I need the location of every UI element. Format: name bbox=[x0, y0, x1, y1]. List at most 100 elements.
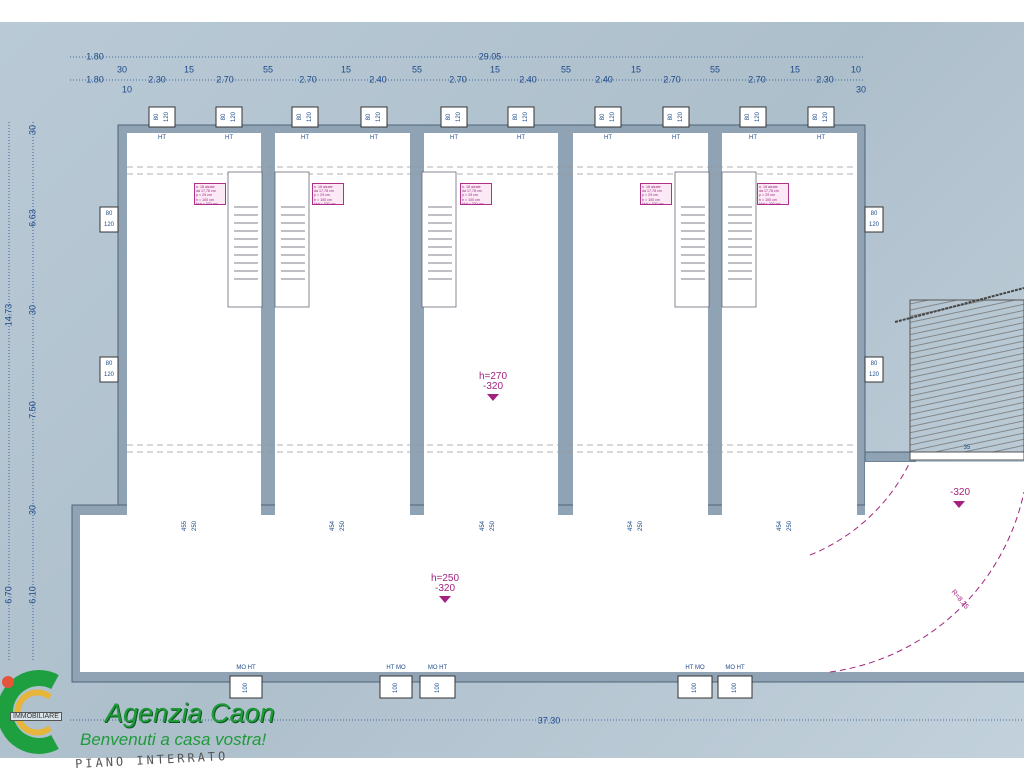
window-label: 120 bbox=[231, 111, 237, 123]
stair-spec-line: Hut = 320 cm bbox=[314, 201, 336, 206]
window-label: HT MO bbox=[685, 665, 705, 671]
stair-spec-line: b = 100 cm bbox=[642, 197, 660, 202]
corridor-level-label: h=250-320 bbox=[431, 574, 459, 594]
window bbox=[229, 675, 263, 699]
dimension-label: 2.70 bbox=[299, 74, 317, 85]
dimension-label: 10 bbox=[850, 64, 862, 75]
dimension-label: 15 bbox=[489, 64, 501, 75]
stair-spec-line: da 17,78 cm bbox=[196, 189, 216, 194]
window-label: HT bbox=[301, 135, 309, 141]
window-label: MO HT bbox=[725, 665, 745, 671]
dimension-label: 55 bbox=[560, 64, 572, 75]
window bbox=[739, 106, 767, 128]
unit-height: h=270 bbox=[478, 371, 508, 382]
window-label: HT bbox=[370, 135, 378, 141]
window bbox=[864, 206, 884, 233]
window bbox=[507, 106, 535, 128]
window-label: 100 bbox=[434, 682, 441, 694]
door-width-label: 454 bbox=[628, 520, 634, 532]
stair-spec-line: b = 100 cm bbox=[462, 197, 480, 202]
unit-level-label: h=270-320 bbox=[479, 372, 507, 392]
window-label: 100 bbox=[692, 682, 698, 694]
dimension-total: 29.05 bbox=[478, 51, 502, 62]
dimension-label: 15 bbox=[340, 64, 352, 75]
corridor bbox=[80, 515, 1024, 672]
dimension-label: 15 bbox=[789, 64, 801, 75]
corridor-height: h=250 bbox=[430, 573, 460, 584]
door-width-label: 454 bbox=[777, 520, 783, 532]
window-label: 120 bbox=[610, 111, 616, 123]
staircase bbox=[674, 171, 710, 308]
staircase bbox=[421, 171, 457, 308]
window-label: 80 bbox=[870, 361, 878, 367]
stair-spec-line: Hut = 320 cm bbox=[642, 201, 664, 206]
window-label: 120 bbox=[823, 111, 829, 123]
window bbox=[360, 106, 388, 128]
dimension-label: 6.10 bbox=[27, 586, 38, 604]
stair-spec-line: da 17,78 cm bbox=[462, 189, 482, 194]
dimension-label: 6.63 bbox=[27, 209, 38, 227]
dimension-label: 1.80 bbox=[86, 51, 104, 62]
window-label: 80 bbox=[668, 113, 674, 121]
window-label: 80 bbox=[446, 113, 452, 121]
dimension-label: 1.80 bbox=[86, 74, 104, 85]
window-label: HT bbox=[225, 135, 233, 141]
window bbox=[807, 106, 835, 128]
window-label: 120 bbox=[307, 111, 313, 123]
window-label: 120 bbox=[456, 111, 462, 123]
dimension-label: 7.50 bbox=[27, 401, 38, 419]
window-label: MO HT bbox=[236, 665, 256, 671]
dimension-label: 30 bbox=[27, 304, 38, 316]
stair-spec-line: b = 100 cm bbox=[196, 197, 214, 202]
brand-tagline: Benvenuti a casa vostra! bbox=[80, 730, 267, 749]
stair-spec-line: n. 18 alzate bbox=[759, 185, 778, 189]
door-width-label: 454 bbox=[480, 520, 486, 532]
stair-spec-line: p = 29 cm bbox=[759, 193, 775, 198]
door-height-label: 250 bbox=[787, 520, 793, 532]
dimension-label: 55 bbox=[709, 64, 721, 75]
floor-plan-drawing bbox=[0, 56, 1024, 754]
stair-spec-line: p = 29 cm bbox=[314, 193, 330, 198]
stair-spec-line: Hut = 320 cm bbox=[759, 201, 781, 206]
dimension-label: 2.40 bbox=[369, 74, 387, 85]
stair-spec-line: Hut = 320 cm bbox=[462, 201, 484, 206]
staircase bbox=[227, 171, 263, 308]
stair-spec-line: da 17,78 cm bbox=[314, 189, 334, 194]
staircase bbox=[721, 171, 757, 308]
window bbox=[291, 106, 319, 128]
window-label: 120 bbox=[755, 111, 761, 123]
stair-spec-line: p = 29 cm bbox=[196, 193, 212, 198]
window-label: 120 bbox=[678, 111, 684, 123]
dimension-label: 2.40 bbox=[519, 74, 537, 85]
window-label: 80 bbox=[600, 113, 606, 121]
window-label: 80 bbox=[813, 113, 819, 121]
stair-spec-line: b = 100 cm bbox=[314, 197, 332, 202]
stair-spec-line: p = 29 cm bbox=[462, 193, 478, 198]
window-label: HT bbox=[158, 135, 166, 141]
window-label: HT bbox=[672, 135, 680, 141]
door-width-label: 454 bbox=[330, 520, 336, 532]
unit-elevation: -320 bbox=[482, 381, 503, 392]
window bbox=[662, 106, 690, 128]
dimension-label: 15 bbox=[183, 64, 195, 75]
dimension-label: 14.73 bbox=[3, 303, 14, 327]
ramp-level-label: -320 bbox=[949, 487, 971, 498]
door-height-label: 250 bbox=[638, 520, 644, 532]
brand-name: Agenzia Caon bbox=[105, 698, 275, 728]
window-label: 120 bbox=[103, 372, 115, 378]
window-label: HT bbox=[817, 135, 825, 141]
window bbox=[677, 675, 713, 699]
stair-spec-line: da 17,78 cm bbox=[642, 189, 662, 194]
window-label: 80 bbox=[745, 113, 751, 121]
dimension-label: 6.70 bbox=[3, 586, 14, 604]
logo-mark bbox=[0, 670, 59, 754]
dimension-label: 55 bbox=[411, 64, 423, 75]
stair-spec-line: b = 100 cm bbox=[759, 197, 777, 202]
window bbox=[379, 675, 413, 699]
stair-spec-line: Hut = 320 cm bbox=[196, 201, 218, 206]
